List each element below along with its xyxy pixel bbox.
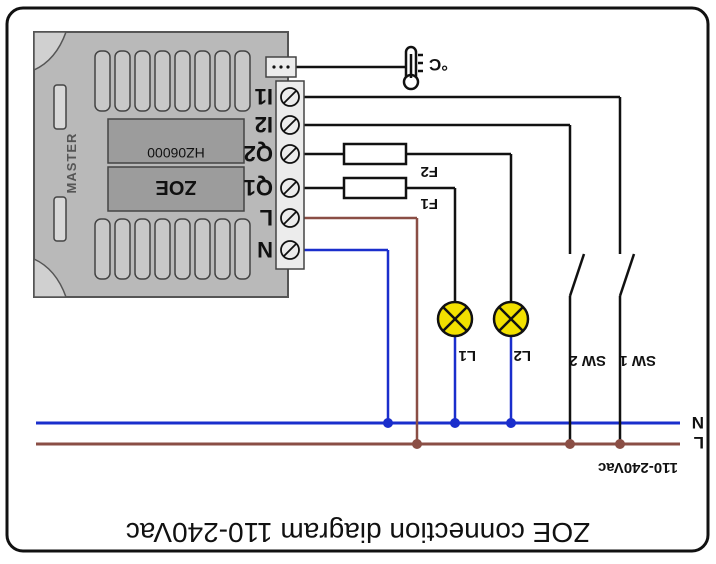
fuse-f1-label: F1 [420, 195, 438, 212]
sensor-connector [265, 56, 297, 78]
live-line-label: L [694, 433, 704, 452]
sw2-contact [568, 253, 586, 297]
part-code-plate [107, 118, 245, 164]
terminal-label-q2: Q2 [244, 141, 273, 166]
zoe-device: MASTER ZOE HZ06000 [33, 31, 289, 298]
live-junction [412, 439, 422, 449]
fuse-f2 [342, 142, 408, 166]
sw1-contact [618, 253, 636, 297]
terminal-label-q1: Q1 [244, 175, 273, 200]
neutral-junction [383, 418, 393, 428]
part-code-label: HZ06000 [147, 145, 205, 161]
thermometer-icon [402, 45, 423, 91]
terminal-block [275, 80, 305, 270]
lamp-l2-icon [492, 300, 530, 338]
fuse-f2-label: F2 [420, 163, 438, 180]
terminal-label-i1: I1 [255, 84, 273, 109]
brand-label: MASTER [64, 133, 79, 194]
diagram-frame [5, 6, 710, 553]
sensor-unit-label: °C [429, 55, 448, 74]
lamp-l1-icon [436, 300, 474, 338]
lamp-l1-label: L1 [458, 347, 476, 364]
terminal-label-l: L [260, 205, 273, 230]
terminal-label-i2: I2 [255, 112, 273, 137]
sw2-label: SW 2 [569, 352, 606, 369]
lamp-l1-junction [450, 418, 460, 428]
sw1-junction [615, 439, 625, 449]
fuse-f1 [342, 176, 408, 200]
terminal-label-n: N [257, 237, 273, 262]
model-plate [107, 166, 245, 212]
sw1-label: SW 1 [619, 352, 656, 369]
model-label: ZOE [155, 176, 196, 198]
mains-voltage-label: 110-240Vac [598, 459, 678, 476]
diagram-title: ZOE connection diagram 110-240Vac [126, 517, 590, 548]
lamp-l2-junction [506, 418, 516, 428]
neutral-line-label: N [692, 413, 704, 432]
lamp-l2-label: L2 [513, 347, 531, 364]
sw2-junction [565, 439, 575, 449]
